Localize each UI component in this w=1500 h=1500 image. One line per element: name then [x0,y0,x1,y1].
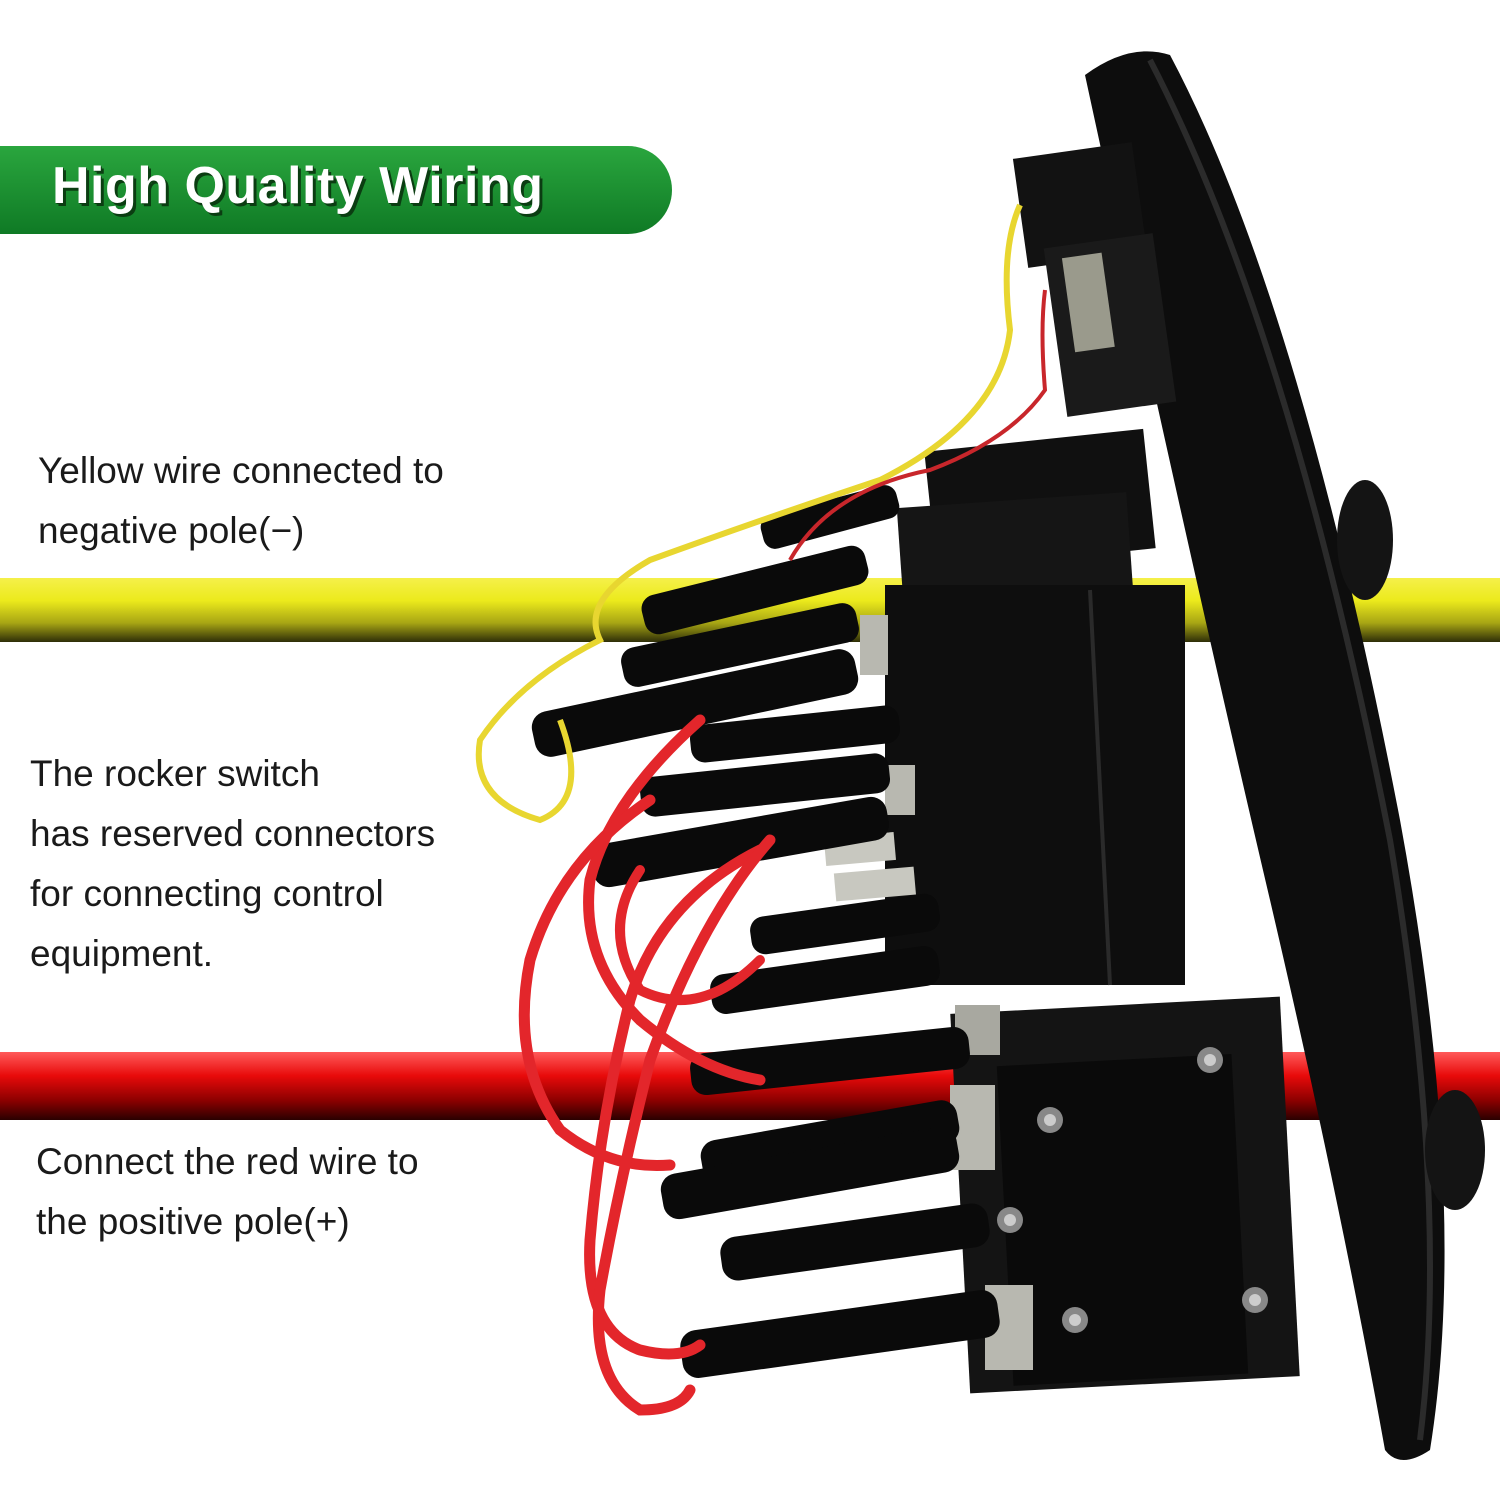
caption-line: Yellow wire connected to [38,450,444,491]
banner-title: High Quality Wiring [52,157,544,215]
red-wire-caption: Connect the red wire to the positive pol… [36,1132,419,1252]
thin-red-wire [788,289,1048,561]
switch-panel-photo [475,51,1485,1461]
caption-line: equipment. [30,933,214,974]
caption-line: for connecting control [30,873,384,914]
reserved-connectors-caption: The rocker switch has reserved connector… [30,744,435,984]
red-wires [518,714,776,1416]
caption-line: negative pole(−) [38,510,305,551]
yellow-wire-caption: Yellow wire connected to negative pole(−… [38,441,444,561]
yellow-wire [475,203,1023,824]
panel-plate [1085,51,1445,1461]
caption-line: Connect the red wire to [36,1141,419,1182]
caption-line: The rocker switch [30,753,320,794]
top-module [1012,142,1148,268]
caption-line: the positive pole(+) [36,1201,350,1242]
title-banner [0,146,672,234]
caption-line: has reserved connectors [30,813,436,854]
